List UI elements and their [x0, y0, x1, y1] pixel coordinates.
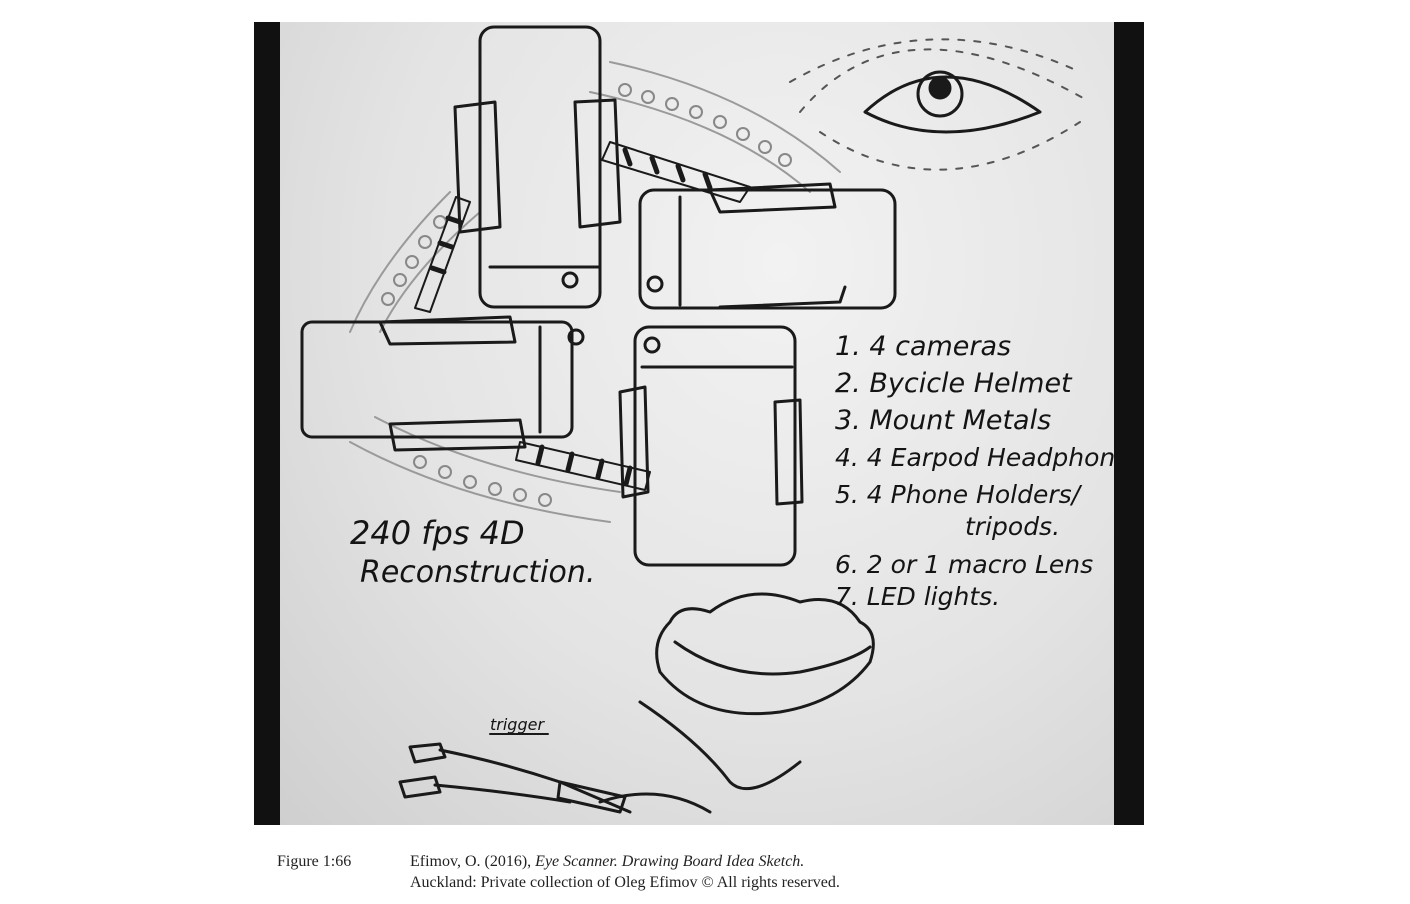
list-item-5-cont: tripods.	[965, 512, 1060, 541]
trigger-label: trigger	[490, 715, 545, 734]
sketch-paper: 1. 4 cameras 2. Bycicle Helmet 3. Mount …	[280, 22, 1114, 825]
list-item-7: 7. LED lights.	[835, 582, 1000, 611]
figure-number: Figure 1:66	[277, 853, 352, 870]
headline-line-1: 240 fps 4D	[350, 514, 525, 552]
list-item-6: 6. 2 or 1 macro Lens	[835, 550, 1093, 579]
caption-title: Eye Scanner. Drawing Board Idea Sketch.	[535, 853, 805, 870]
list-item-5: 5. 4 Phone Holders/	[835, 480, 1083, 509]
caption-line-1: Efimov, O. (2016), Eye Scanner. Drawing …	[410, 851, 1130, 872]
caption-body: Efimov, O. (2016), Eye Scanner. Drawing …	[410, 851, 1130, 893]
list-item-4: 4. 4 Earpod Headphones	[835, 443, 1114, 472]
sketch-drawing: 1. 4 cameras 2. Bycicle Helmet 3. Mount …	[300, 25, 1114, 814]
list-item-2: 2. Bycicle Helmet	[835, 368, 1073, 399]
caption-line-2: Auckland: Private collection of Oleg Efi…	[410, 874, 840, 891]
sketch-photo: 1. 4 cameras 2. Bycicle Helmet 3. Mount …	[254, 22, 1144, 825]
caption-author: Efimov, O. (2016),	[410, 853, 532, 870]
list-item-1: 1. 4 cameras	[835, 331, 1011, 362]
list-item-3: 3. Mount Metals	[835, 405, 1051, 436]
headline-line-2: Reconstruction.	[360, 555, 595, 590]
